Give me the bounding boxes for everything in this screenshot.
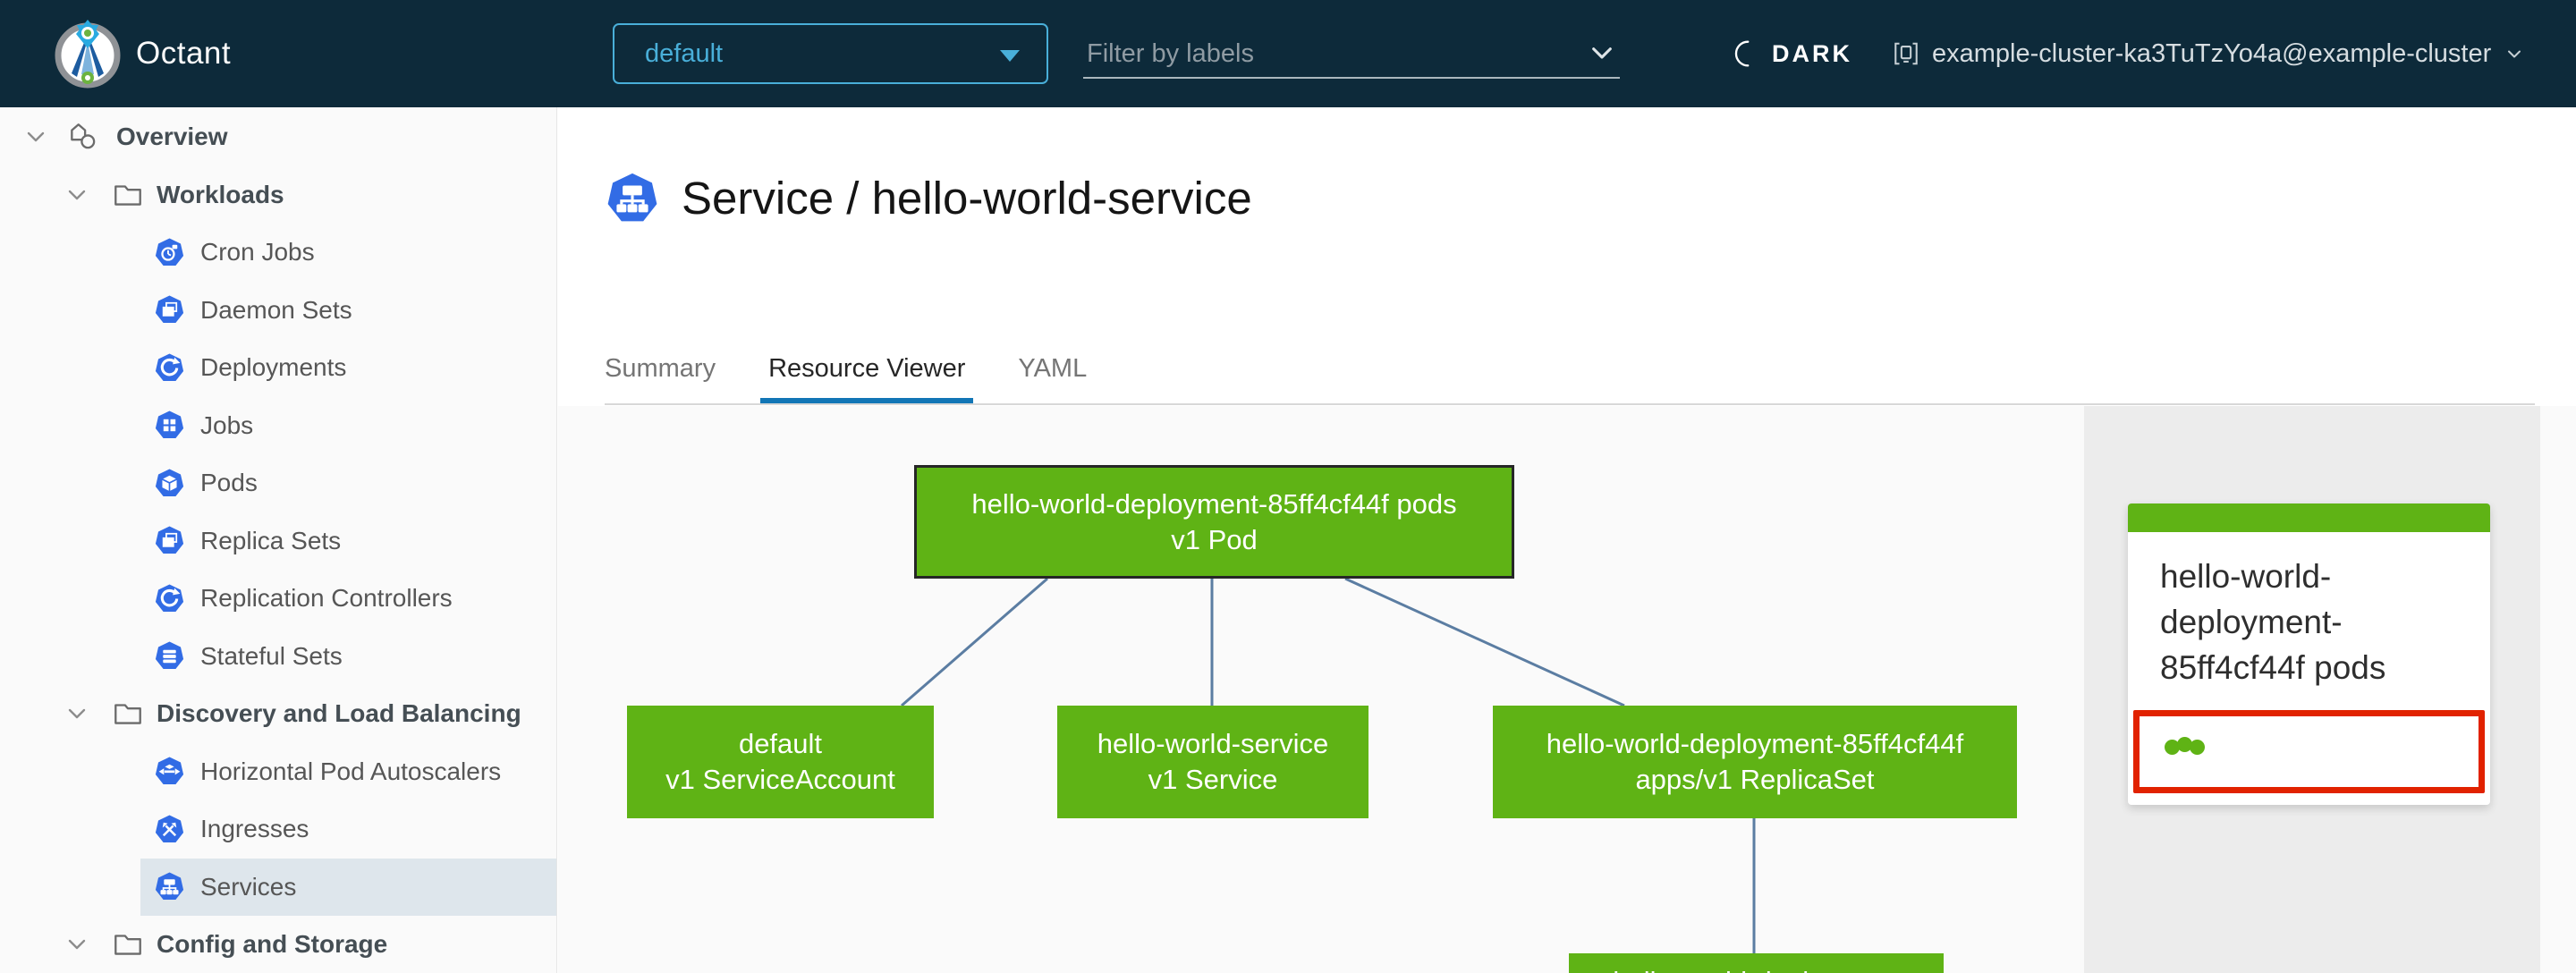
sidebar-item-deployments[interactable]: Deployments bbox=[0, 339, 556, 397]
card-title: hello-world-deployment-85ff4cf44f pods bbox=[2160, 558, 2386, 686]
selected-resource-card[interactable]: hello-world-deployment-85ff4cf44f pods bbox=[2128, 503, 2490, 805]
service-icon bbox=[155, 872, 184, 901]
tab-bar: Summary Resource Viewer YAML bbox=[605, 354, 1087, 403]
pod-status-dots bbox=[2165, 737, 2205, 755]
sidebar-item-jobs[interactable]: Jobs bbox=[0, 397, 556, 455]
graph-node-replicaset[interactable]: hello-world-deployment-85ff4cf44f apps/v… bbox=[1493, 706, 2017, 818]
sidebar-item-stateful-sets[interactable]: Stateful Sets bbox=[0, 628, 556, 686]
graph-node-service[interactable]: hello-world-service v1 Service bbox=[1057, 706, 1368, 818]
tab-divider bbox=[605, 403, 2535, 405]
main-content: Service / hello-world-service Summary Re… bbox=[558, 107, 2576, 973]
service-icon bbox=[607, 173, 657, 221]
status-dot[interactable] bbox=[2165, 740, 2180, 755]
overview-icon bbox=[71, 123, 96, 149]
moon-icon bbox=[1734, 40, 1750, 67]
graph-node-pods[interactable]: hello-world-deployment-85ff4cf44f pods v… bbox=[914, 465, 1514, 579]
chevron-down-icon[interactable] bbox=[61, 928, 93, 960]
daemonset-icon bbox=[155, 295, 184, 324]
tab-summary[interactable]: Summary bbox=[605, 354, 716, 383]
folder-icon bbox=[114, 185, 141, 206]
graph-node-deployment[interactable]: hello-world-deployment apps/v1 Deploymen… bbox=[1569, 953, 1944, 973]
app-title: Octant bbox=[136, 36, 232, 71]
status-dot[interactable] bbox=[2177, 737, 2192, 752]
cluster-selector[interactable]: example-cluster-ka3TuTzYo4a@example-clus… bbox=[1893, 0, 2525, 107]
hpa-icon bbox=[155, 757, 184, 785]
detail-panel: hello-world-deployment-85ff4cf44f pods bbox=[2084, 406, 2540, 973]
replicationcontroller-icon bbox=[155, 584, 184, 612]
octant-logo-icon bbox=[55, 20, 121, 89]
edge-pod-replicaset bbox=[1344, 577, 1625, 707]
sidebar-group-workloads[interactable]: Workloads bbox=[0, 166, 556, 224]
pod-icon bbox=[155, 469, 184, 496]
edge-pod-serviceaccount bbox=[901, 577, 1048, 707]
page-title: Service / hello-world-service bbox=[682, 173, 1252, 224]
sidebar-item-replication-controllers[interactable]: Replication Controllers bbox=[0, 570, 556, 628]
folder-icon bbox=[114, 935, 141, 955]
chevron-down-icon[interactable] bbox=[1588, 39, 1616, 68]
sidebar-item-replica-sets[interactable]: Replica Sets bbox=[0, 512, 556, 571]
sidebar-item-daemon-sets[interactable]: Daemon Sets bbox=[0, 282, 556, 340]
chevron-down-icon[interactable] bbox=[61, 698, 93, 730]
tab-yaml[interactable]: YAML bbox=[1018, 354, 1088, 383]
app-header: Octant default DARK example-cluster-ka3T… bbox=[0, 0, 2576, 107]
pod-status-highlight-box bbox=[2133, 710, 2485, 793]
cronjob-icon bbox=[155, 238, 184, 266]
graph-node-serviceaccount[interactable]: default v1 ServiceAccount bbox=[627, 706, 934, 818]
theme-toggle[interactable]: DARK bbox=[1729, 0, 1852, 107]
card-status-bar bbox=[2128, 503, 2490, 532]
sidebar-item-pods[interactable]: Pods bbox=[0, 454, 556, 512]
cluster-name: example-cluster-ka3TuTzYo4a@example-clus… bbox=[1932, 38, 2492, 68]
sidebar-item-cron-jobs[interactable]: Cron Jobs bbox=[0, 224, 556, 282]
folder-icon bbox=[114, 704, 141, 724]
label-filter bbox=[1083, 29, 1620, 79]
deployment-icon bbox=[155, 353, 184, 381]
sidebar-group-config-and-storage[interactable]: Config and Storage bbox=[0, 916, 556, 973]
sidebar-item-ingresses[interactable]: Ingresses bbox=[0, 800, 556, 859]
ingress-icon bbox=[155, 815, 184, 842]
chevron-down-icon[interactable] bbox=[61, 179, 93, 211]
label-filter-input[interactable] bbox=[1087, 34, 1570, 73]
job-icon bbox=[155, 410, 184, 439]
namespace-select[interactable]: default bbox=[613, 23, 1048, 84]
replicaset-icon bbox=[155, 526, 184, 554]
resource-graph: hello-world-deployment-85ff4cf44f pods v… bbox=[558, 406, 2576, 973]
status-dot[interactable] bbox=[2190, 740, 2205, 755]
page-title-bar: Service / hello-world-service bbox=[605, 172, 1252, 224]
tab-resource-viewer[interactable]: Resource Viewer bbox=[760, 354, 974, 403]
theme-toggle-label: DARK bbox=[1772, 39, 1852, 67]
cluster-icon bbox=[1894, 42, 1918, 65]
sidebar-item-horizontal-pod-autoscalers[interactable]: Horizontal Pod Autoscalers bbox=[0, 743, 556, 801]
sidebar-item-services[interactable]: Services bbox=[140, 858, 556, 916]
sidebar-nav: Overview Workloads Cron Jobs Daemon Sets bbox=[0, 107, 557, 973]
chevron-down-icon bbox=[2508, 50, 2521, 58]
dropdown-caret-icon bbox=[1000, 50, 1020, 62]
sidebar-group-discovery-and-load-balancing[interactable]: Discovery and Load Balancing bbox=[0, 685, 556, 743]
chevron-down-icon[interactable] bbox=[20, 121, 52, 153]
graph-edges bbox=[901, 577, 1756, 953]
namespace-value: default bbox=[645, 38, 724, 68]
statefulset-icon bbox=[155, 641, 184, 670]
sidebar-item-overview[interactable]: Overview bbox=[0, 108, 556, 166]
